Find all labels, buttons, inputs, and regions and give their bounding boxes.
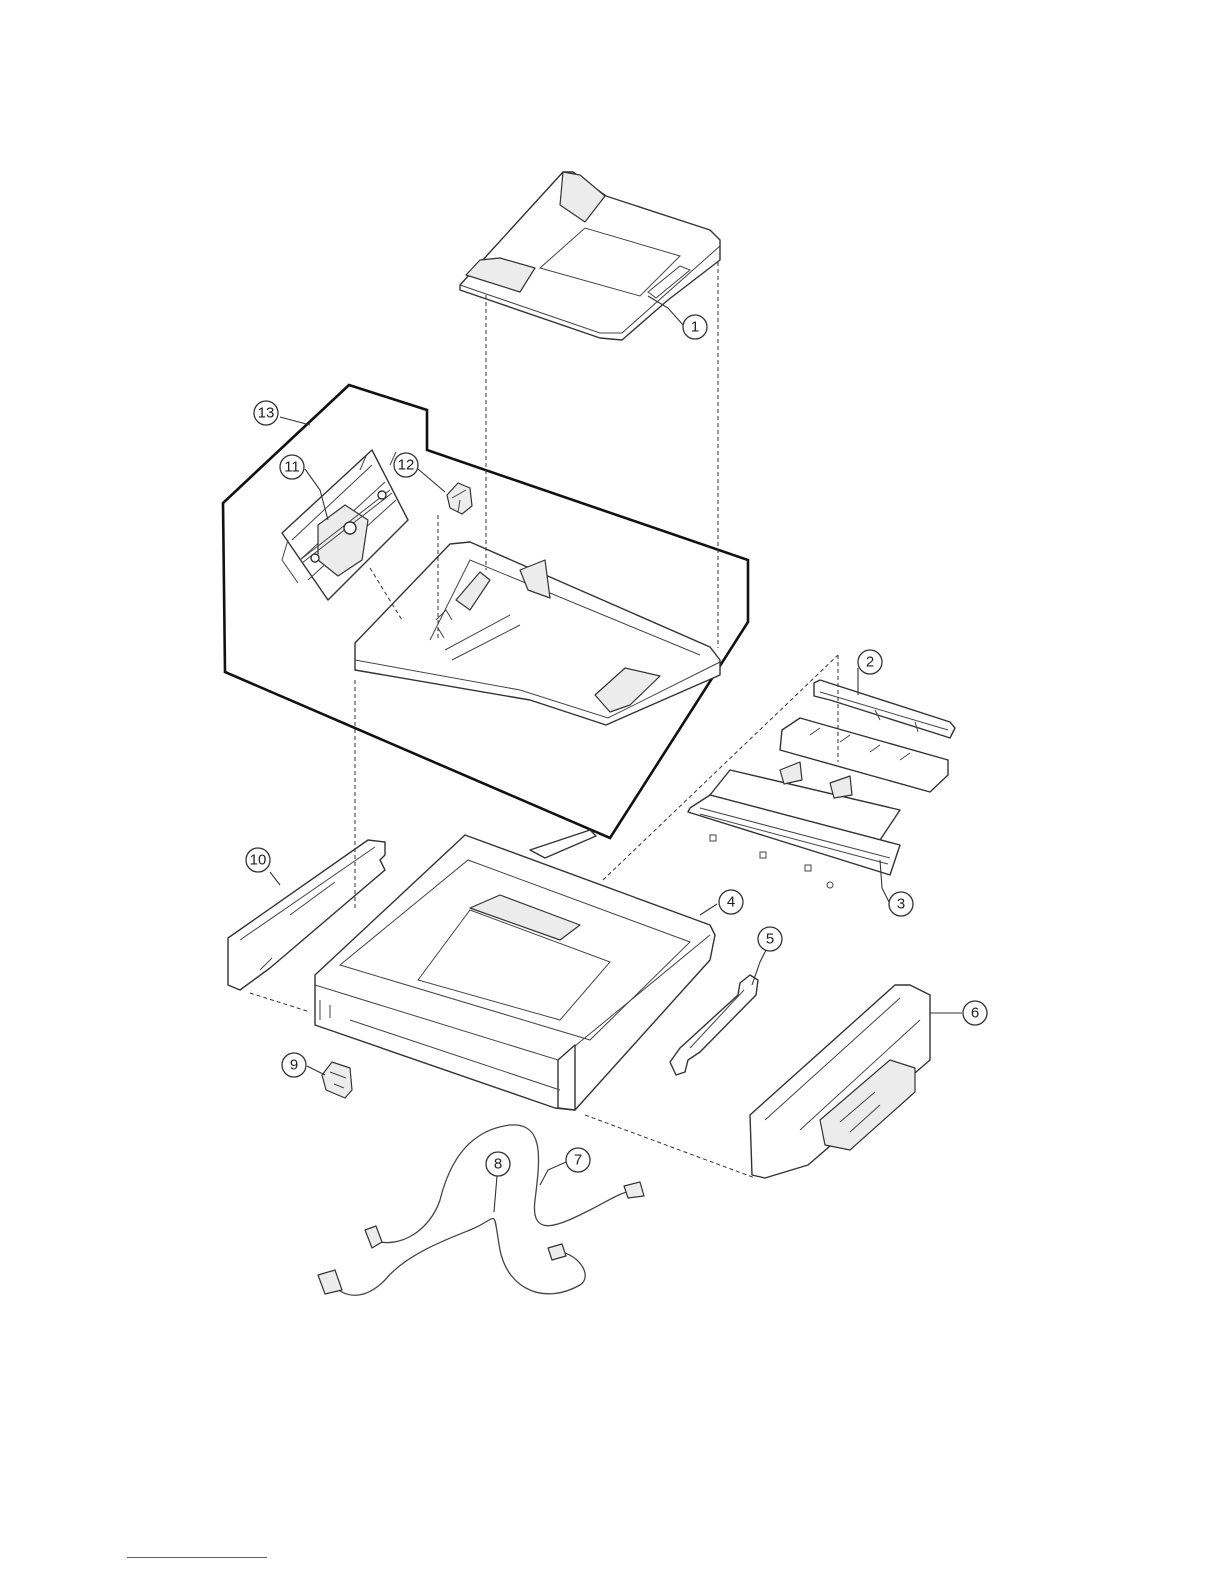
footer-rule bbox=[127, 1557, 267, 1558]
callout-4: 4 bbox=[719, 890, 743, 914]
callout-12: 12 bbox=[394, 453, 418, 477]
callout-label: 6 bbox=[971, 1005, 979, 1022]
part-9-connector bbox=[322, 1062, 352, 1098]
callout-label: 3 bbox=[897, 896, 905, 913]
part-6-front-cover bbox=[750, 985, 930, 1178]
callout-10: 10 bbox=[246, 848, 270, 872]
callout-13: 13 bbox=[254, 401, 278, 425]
part-12-clip bbox=[447, 483, 472, 514]
callout-label: 2 bbox=[866, 654, 874, 671]
part-7-cable bbox=[365, 1125, 644, 1248]
callout-label: 4 bbox=[727, 894, 735, 911]
callout-label: 7 bbox=[574, 1152, 582, 1169]
callout-label: 5 bbox=[766, 931, 774, 948]
callout-9: 9 bbox=[282, 1053, 306, 1077]
callout-5: 5 bbox=[758, 927, 782, 951]
part-3-guide-assembly bbox=[688, 718, 948, 888]
callout-11: 11 bbox=[280, 455, 304, 479]
ribbon-cable bbox=[530, 830, 596, 858]
callout-label: 9 bbox=[290, 1057, 298, 1074]
adf-lower-frame bbox=[355, 542, 720, 725]
part-1-output-tray bbox=[460, 172, 720, 340]
callout-label: 11 bbox=[284, 459, 300, 476]
callout-2: 2 bbox=[858, 650, 882, 674]
part-8-cable bbox=[318, 1219, 585, 1296]
callout-label: 1 bbox=[691, 319, 699, 336]
callout-8: 8 bbox=[486, 1152, 510, 1176]
callout-7: 7 bbox=[566, 1148, 590, 1172]
callout-3: 3 bbox=[889, 892, 913, 916]
callout-label: 12 bbox=[398, 457, 415, 474]
callout-label: 8 bbox=[494, 1156, 502, 1173]
callout-label: 13 bbox=[258, 405, 275, 422]
callout-6: 6 bbox=[963, 1001, 987, 1025]
callout-1: 1 bbox=[683, 315, 707, 339]
callout-label: 10 bbox=[250, 852, 267, 869]
